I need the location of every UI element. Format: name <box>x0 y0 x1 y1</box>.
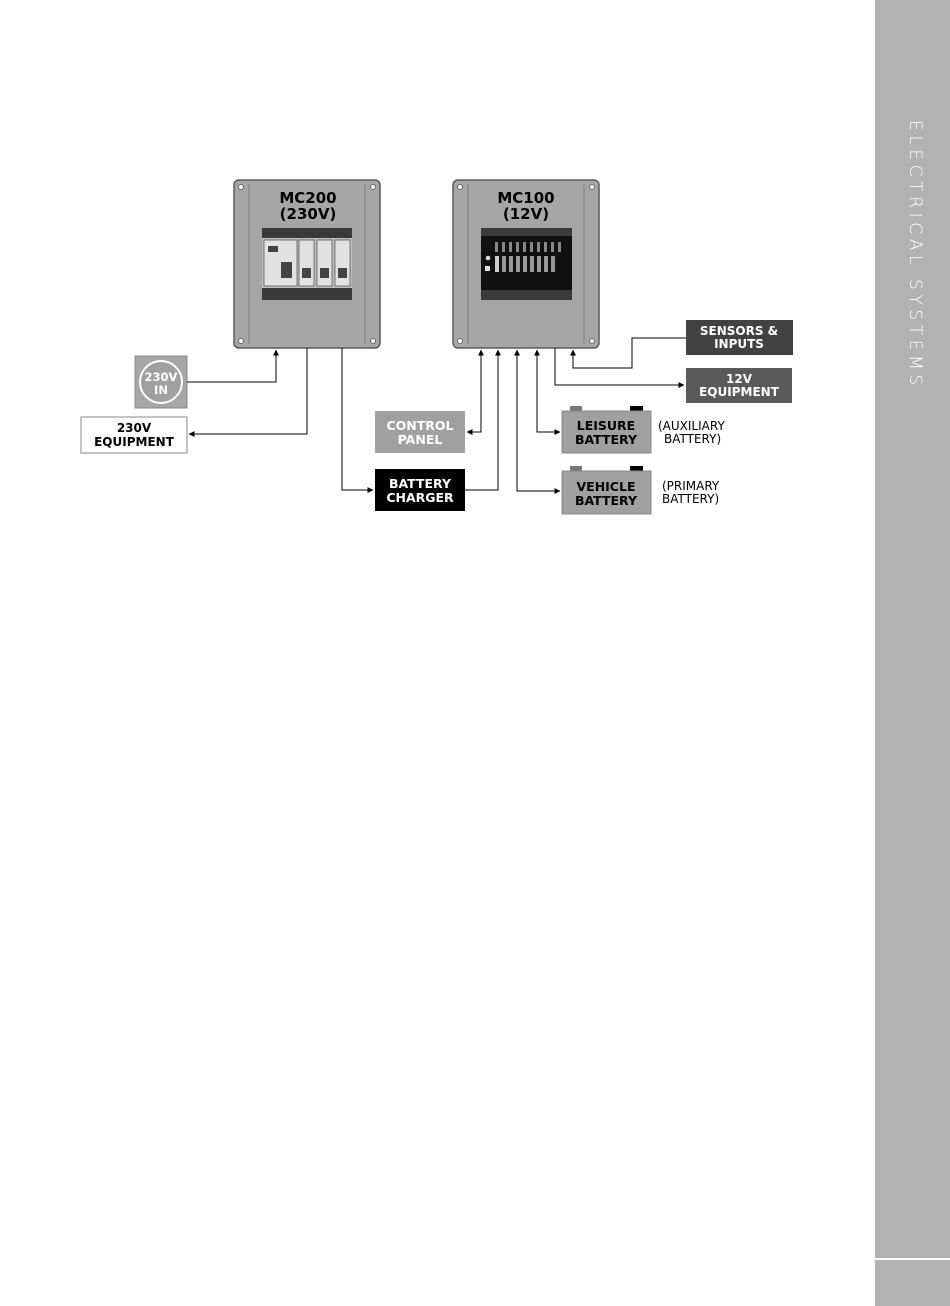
12v-equipment-box: 12V EQUIPMENT <box>686 368 792 403</box>
230v-equipment-label-1: 230V <box>117 421 152 435</box>
vehicle-battery-note-1: (PRIMARY <box>662 479 720 493</box>
mc100-subtitle: (12V) <box>503 205 549 223</box>
leisure-battery-note-2: BATTERY) <box>664 432 721 446</box>
leisure-battery-label-2: BATTERY <box>575 432 638 447</box>
mc200-unit: MC200 (230V) <box>234 180 380 348</box>
230v-equipment-label-2: EQUIPMENT <box>94 435 175 449</box>
sensors-inputs-box: SENSORS & INPUTS <box>686 320 793 355</box>
wire-12v-equipment <box>555 348 684 385</box>
vehicle-battery-label-1: VEHICLE <box>576 479 635 494</box>
control-panel-label-1: CONTROL <box>386 418 453 433</box>
wire-battery-charger-feed <box>342 348 373 490</box>
wire-230v-equipment <box>189 348 307 434</box>
12v-equipment-label-2: EQUIPMENT <box>699 385 780 399</box>
sensors-inputs-label-2: INPUTS <box>714 337 764 351</box>
12v-equipment-label-1: 12V <box>726 372 753 386</box>
wire-control-panel <box>467 350 481 432</box>
wire-leisure-battery <box>537 350 560 432</box>
230v-equipment-box: 230V EQUIPMENT <box>81 417 187 453</box>
230v-in-label-2: IN <box>154 383 168 397</box>
mc200-subtitle: (230V) <box>280 205 337 223</box>
sensors-inputs-label-1: SENSORS & <box>700 324 778 338</box>
side-tab-footer <box>875 1258 950 1306</box>
battery-charger-label-2: CHARGER <box>386 490 454 505</box>
vehicle-battery: VEHICLE BATTERY (PRIMARY BATTERY) <box>562 466 720 514</box>
mc100-unit: MC100 (12V) <box>453 180 599 348</box>
vehicle-battery-label-2: BATTERY <box>575 493 638 508</box>
battery-charger-label-1: BATTERY <box>389 476 452 491</box>
wiring-diagram: MC200 (230V) MC100 (12V) <box>0 0 875 1304</box>
control-panel-box: CONTROL PANEL <box>375 411 465 453</box>
control-panel-label-2: PANEL <box>398 432 443 447</box>
section-title: ELECTRICAL SYSTEMS <box>901 120 925 420</box>
leisure-battery-note-1: (AUXILIARY <box>658 419 725 433</box>
leisure-battery-label-1: LEISURE <box>577 418 635 433</box>
230v-in-label-1: 230V <box>145 370 178 384</box>
section-title-text: ELECTRICAL SYSTEMS <box>905 120 925 390</box>
230v-in-socket: 230V IN <box>135 356 187 408</box>
leisure-battery: LEISURE BATTERY (AUXILIARY BATTERY) <box>562 406 725 453</box>
vehicle-battery-note-2: BATTERY) <box>662 492 719 506</box>
wire-vehicle-battery <box>517 350 560 491</box>
wire-230v-in <box>187 350 276 382</box>
battery-charger-box: BATTERY CHARGER <box>375 469 465 511</box>
